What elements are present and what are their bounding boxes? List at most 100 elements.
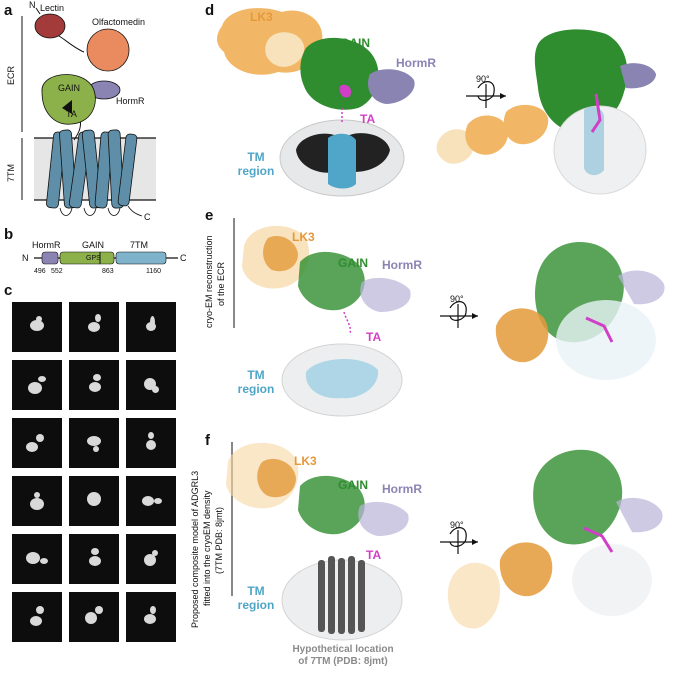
hormr-fit-right	[618, 270, 665, 305]
tm-density-e-left	[305, 358, 379, 399]
tm-helices-composite-left	[318, 556, 365, 634]
tm7-label-b: 7TM	[130, 240, 148, 250]
domain-bar-svg	[34, 251, 178, 265]
tm-region-label-f: TM region	[228, 584, 284, 612]
rotation-label-e: 90°	[450, 294, 464, 304]
f-side-label-2: fitted into the cryoEM density	[202, 490, 212, 606]
class-average	[126, 418, 176, 468]
lectin-label: Lectin	[40, 3, 65, 13]
hormr-density-left	[367, 69, 415, 104]
receptor-cartoon-svg	[21, 7, 156, 217]
pos-496: 496	[34, 268, 46, 275]
class-average	[12, 418, 62, 468]
pos-863: 863	[102, 268, 114, 275]
panel-letter-f: f	[205, 432, 210, 449]
c-term-line	[127, 205, 143, 217]
ta-arrow	[62, 100, 72, 114]
class-average	[12, 360, 62, 410]
hormr-label-a: HormR	[116, 96, 145, 106]
hormr-density-right	[620, 63, 656, 89]
lk3-density-right	[503, 104, 549, 145]
lk3-fit-right	[495, 308, 549, 363]
tm-line2: region	[237, 382, 275, 396]
gain-fit-left	[298, 251, 365, 311]
gps-label: GPS	[86, 255, 101, 262]
panel-letter-d: d	[205, 2, 215, 19]
gain-composite-right	[533, 449, 623, 545]
ta-density-right	[590, 93, 602, 133]
gain-domain	[41, 74, 96, 125]
class-average	[126, 302, 176, 352]
hormr-composite-left	[358, 501, 409, 536]
class-average	[69, 302, 119, 352]
tm-line1: TM	[247, 584, 265, 598]
class-average	[126, 476, 176, 526]
c-term-label-a: C	[144, 212, 151, 222]
lk3-label-d: LK3	[250, 10, 273, 24]
lk3-composite-right	[499, 542, 553, 597]
tm-micelle-e-right	[556, 300, 656, 380]
class-average	[69, 476, 119, 526]
tm-region-label-e: TM region	[228, 368, 284, 396]
tm-line2: region	[237, 598, 275, 612]
tm-micelle-f-right	[572, 544, 652, 616]
ta-label-e: TA	[366, 330, 382, 344]
hormr-label-f: HormR	[382, 482, 423, 496]
f-side-label-3: (7TM PDB: 8jmt)	[214, 506, 224, 574]
class-average	[12, 476, 62, 526]
rotation-label-f: 90°	[450, 520, 464, 530]
panel-letter-c: c	[4, 282, 13, 299]
class-average	[126, 360, 176, 410]
fit-model-svg	[233, 218, 665, 417]
ta-fit-right	[585, 316, 614, 343]
density-map-svg	[217, 8, 656, 197]
lk3-label-f: LK3	[294, 454, 317, 468]
class-average-grid	[12, 302, 182, 648]
rotation-icon-d	[466, 81, 506, 108]
n-term-line	[35, 7, 41, 15]
class-average	[12, 302, 62, 352]
gain-label-f: GAIN	[338, 478, 368, 492]
gain-density-left	[300, 37, 379, 110]
panel-letter-a: a	[4, 2, 13, 19]
hormr-label-d: HormR	[396, 56, 437, 70]
ta-label-d: TA	[360, 112, 376, 126]
class-average	[69, 534, 119, 584]
n-term-label: N	[29, 0, 36, 10]
class-average	[126, 592, 176, 642]
ta-composite-right	[583, 526, 614, 553]
hormr-bar	[41, 251, 59, 265]
pos-552: 552	[51, 268, 63, 275]
ta-label-a: TA	[66, 109, 77, 119]
tm-helices	[46, 129, 138, 209]
rotation-icon-e	[440, 301, 478, 328]
panel-letter-b: b	[4, 226, 14, 243]
class-average	[69, 592, 119, 642]
lk3-composite-left	[257, 458, 296, 498]
class-average	[12, 534, 62, 584]
panel-letter-e: e	[205, 207, 214, 224]
n-term-label-b: N	[22, 253, 29, 263]
lk3-label-e: LK3	[292, 230, 315, 244]
tm-line2: region	[237, 164, 275, 178]
tm-region-label-d: TM region	[228, 150, 284, 178]
lectin-domain	[34, 13, 66, 39]
gain-composite-left	[298, 475, 365, 535]
ta-density-left	[339, 84, 352, 98]
tm-density-left	[328, 133, 356, 189]
rotation-label-d: 90°	[476, 74, 490, 84]
hypothetical-line2: of 7TM (PDB: 8jmt)	[298, 656, 388, 667]
hormr-label-e: HormR	[382, 258, 423, 272]
olfactomedin-domain	[86, 28, 130, 72]
hormr-label-b: HormR	[32, 240, 61, 250]
tm-line1: TM	[247, 150, 265, 164]
pos-1160: 1160	[146, 268, 162, 275]
gain-label-b: GAIN	[82, 240, 105, 250]
hypothetical-line1: Hypothetical location	[292, 644, 394, 655]
f-side-label-1: Proposed composite model of ADGRL3	[190, 470, 200, 628]
class-average	[126, 534, 176, 584]
gain-label-e: GAIN	[338, 256, 368, 270]
tm-line1: TM	[247, 368, 265, 382]
class-average	[12, 592, 62, 642]
hormr-fit-left	[360, 277, 411, 312]
